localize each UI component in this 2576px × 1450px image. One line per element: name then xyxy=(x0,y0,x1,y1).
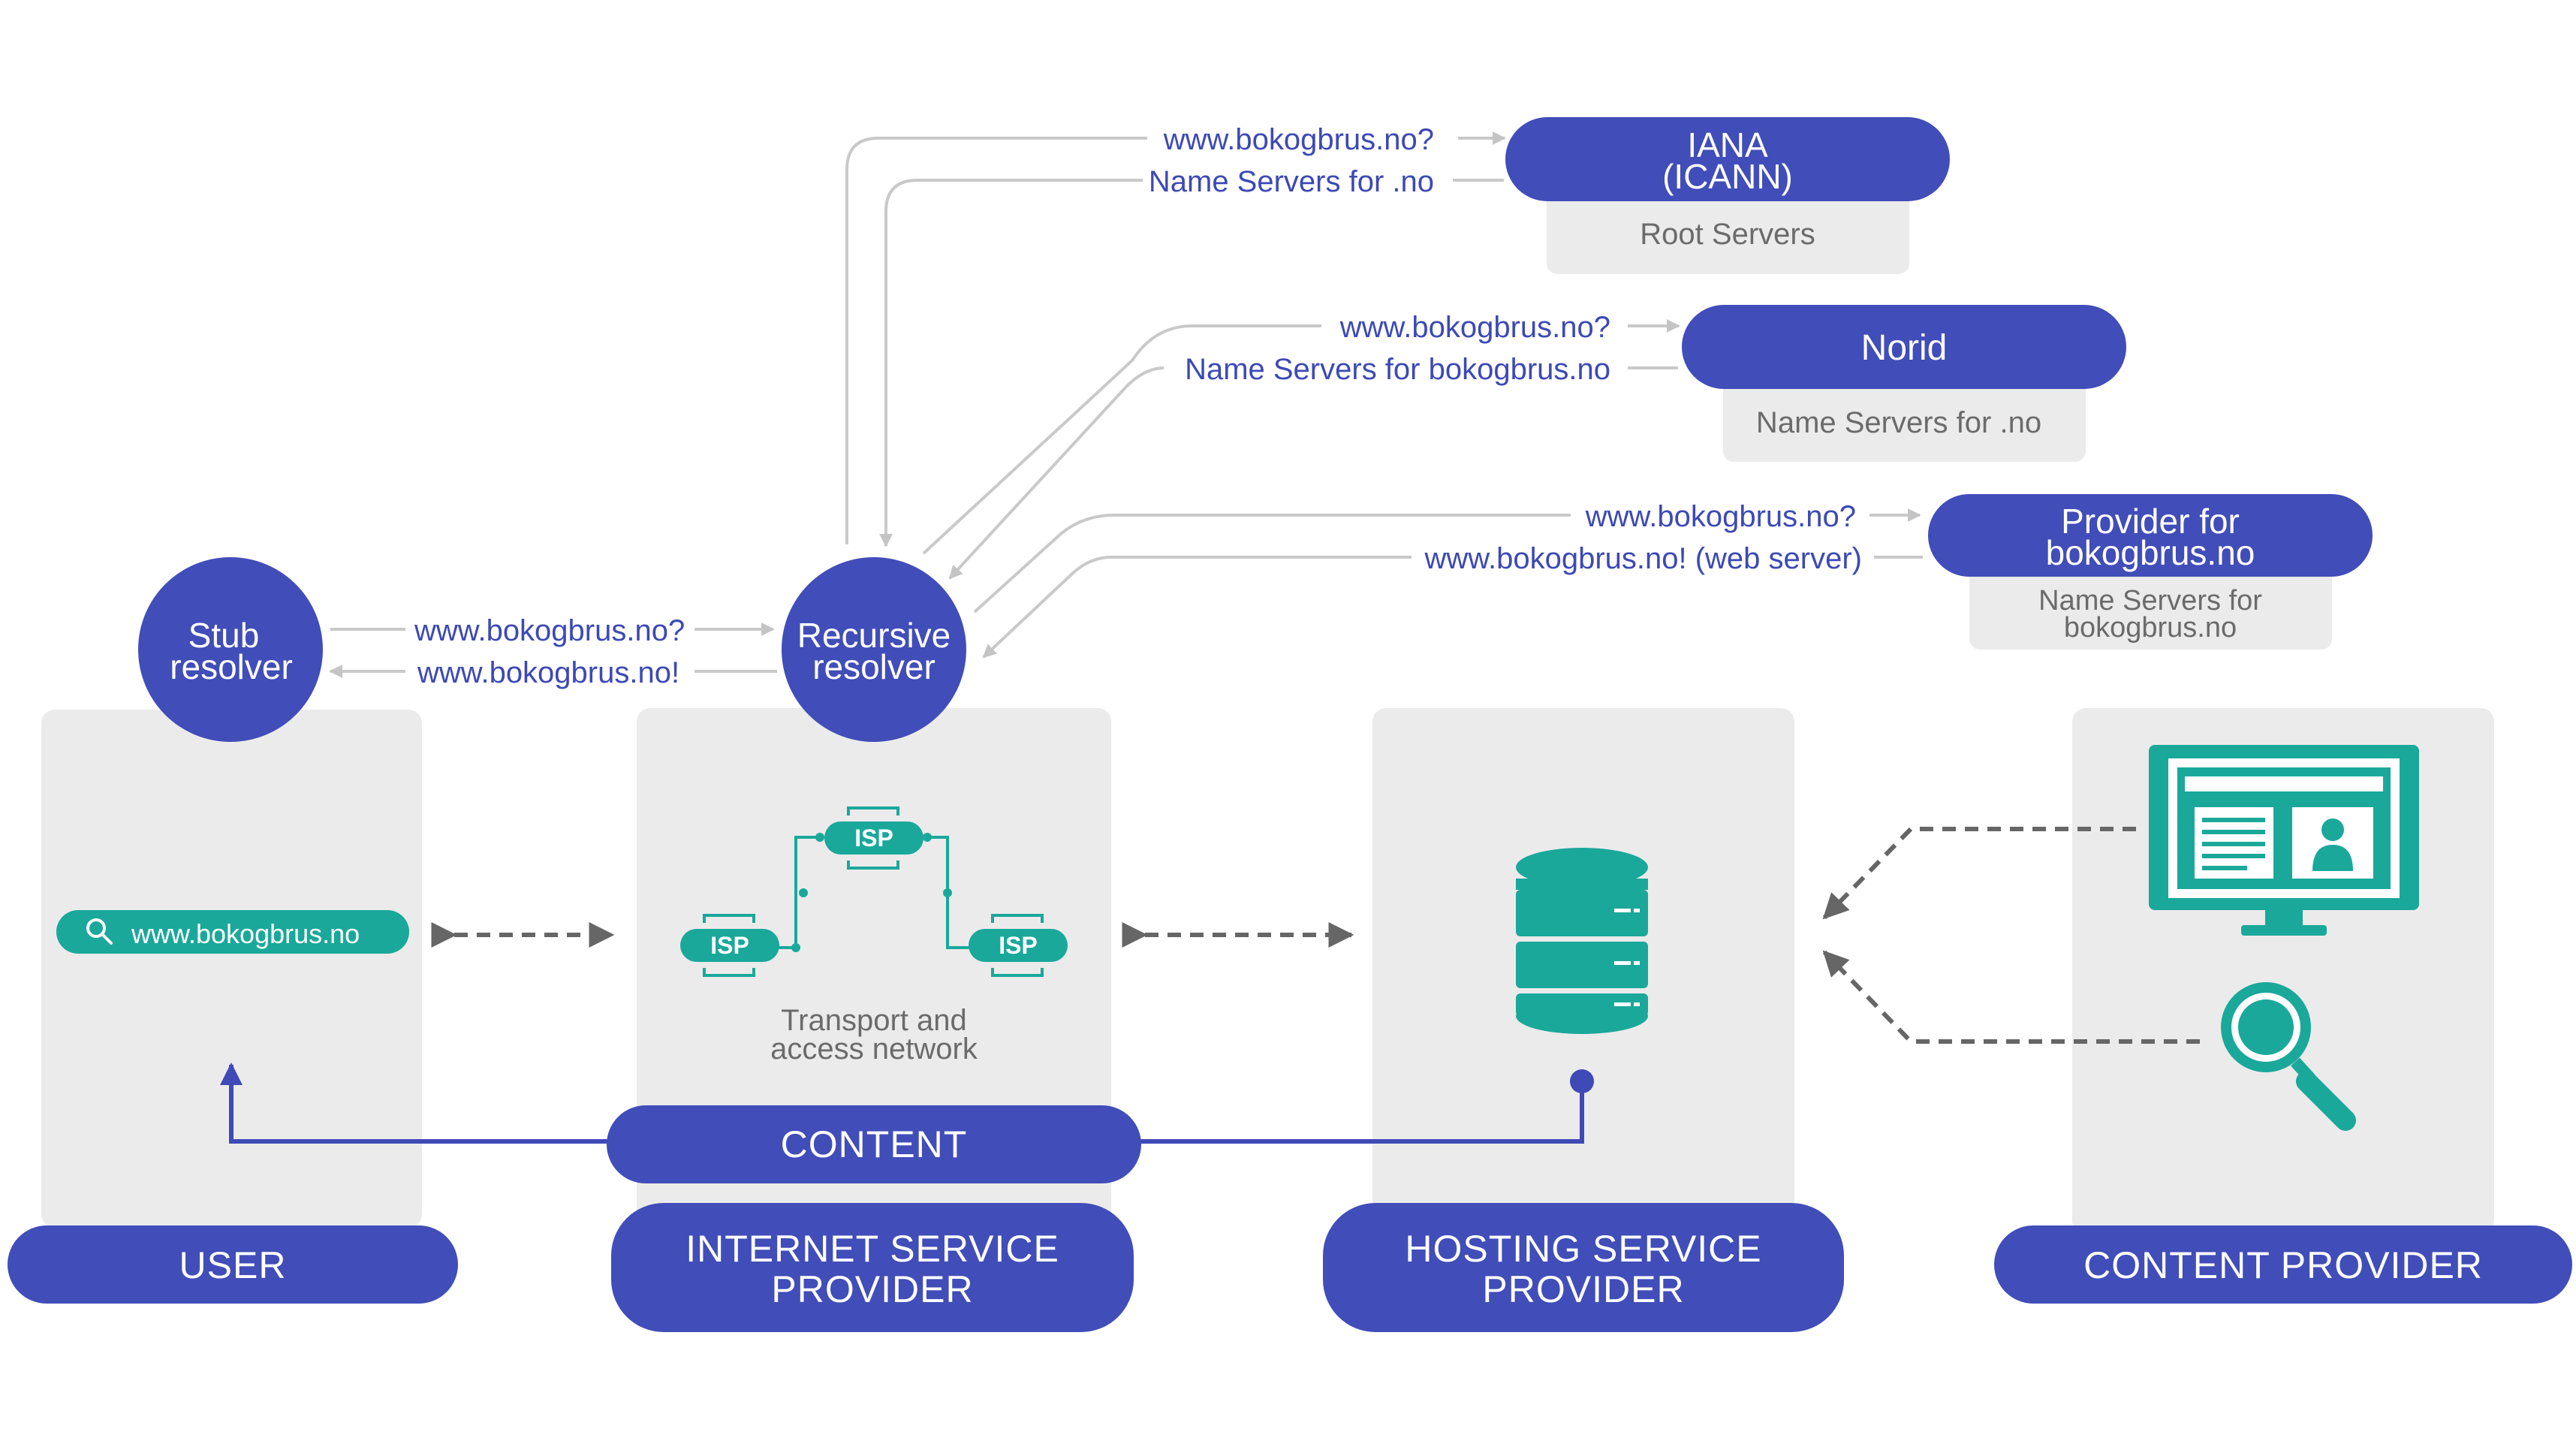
iana-answer-label: Name Servers for .no xyxy=(1148,165,1434,198)
provider-query-line xyxy=(973,514,1571,613)
content-bar-label: CONTENT xyxy=(780,1123,968,1165)
provider-title: Provider for xyxy=(2061,502,2240,541)
user-search-bar[interactable]: www.bokogbrus.no xyxy=(56,910,409,954)
recursive-resolver-label: Recursive xyxy=(797,616,951,655)
transport-network-label: access network xyxy=(770,1032,978,1066)
stub-query-label: www.bokogbrus.no? xyxy=(414,614,685,647)
isp-link-left xyxy=(794,836,820,948)
transport-network-label: Transport and xyxy=(781,1004,967,1037)
search-value: www.bokogbrus.no xyxy=(131,918,360,949)
norid-query-line xyxy=(922,324,1321,555)
monitor-icon xyxy=(2149,745,2419,936)
iana-sub-label: Root Servers xyxy=(1640,218,1815,251)
magnifier-icon xyxy=(2221,982,2356,1131)
norid-node xyxy=(1682,305,2126,389)
stub-resolver-label: resolver xyxy=(170,647,293,686)
provider-sub-label: Name Servers for xyxy=(2038,585,2262,616)
provider-answer-label: www.bokogbrus.no! (web server) xyxy=(1424,542,1862,575)
isp-label: PROVIDER xyxy=(771,1268,974,1310)
content-provider-label-pill xyxy=(1994,1225,2572,1304)
content-bar xyxy=(607,1105,1141,1183)
iana-title: (ICANN) xyxy=(1662,157,1793,196)
recursive-resolver-label: resolver xyxy=(812,647,935,686)
norid-answer-arrow xyxy=(948,366,1164,580)
stub-resolver-label: Stub xyxy=(188,616,260,655)
isp-node-left xyxy=(680,914,779,977)
isp-node-top-label: ISP xyxy=(854,824,893,852)
user-label: USER xyxy=(179,1244,287,1286)
stub-answer-label: www.bokogbrus.no! xyxy=(417,656,680,689)
provider-title: bokogbrus.no xyxy=(2045,533,2255,572)
iana-title: IANA xyxy=(1687,125,1768,164)
iana-query-line xyxy=(845,137,1147,544)
search-to-hosting-flow xyxy=(1822,950,2200,1044)
isp-label: INTERNET SERVICE xyxy=(685,1228,1059,1270)
hosting-label-pill xyxy=(1323,1203,1844,1332)
hosting-label: PROVIDER xyxy=(1482,1268,1685,1310)
norid-answer-label: Name Servers for bokogbrus.no xyxy=(1185,353,1610,386)
provider-node xyxy=(1928,494,2373,577)
stub-resolver-node xyxy=(138,557,323,742)
search-icon xyxy=(86,918,113,945)
monitor-to-hosting-flow xyxy=(1822,827,2136,920)
isp-node-right xyxy=(969,914,1068,977)
isp-node-left-label: ISP xyxy=(710,932,749,959)
norid-query-label: www.bokogbrus.no? xyxy=(1339,311,1610,344)
hosting-label: HOSTING SERVICE xyxy=(1405,1228,1762,1270)
provider-sub-label: bokogbrus.no xyxy=(2063,612,2237,644)
content-provider-label: CONTENT PROVIDER xyxy=(2083,1244,2483,1286)
isp-node-top xyxy=(824,806,923,870)
provider-query-label: www.bokogbrus.no? xyxy=(1585,500,1856,533)
iana-node xyxy=(1505,117,1950,201)
content-source-dot xyxy=(1570,1069,1594,1093)
database-icon xyxy=(1516,848,1648,1034)
isp-node-right-label: ISP xyxy=(999,932,1038,959)
norid-sub-label: Name Servers for .no xyxy=(1755,406,2042,439)
isp-label-pill xyxy=(611,1203,1134,1332)
recursive-resolver-node xyxy=(782,557,966,742)
provider-answer-arrow xyxy=(982,556,1412,659)
iana-answer-arrow xyxy=(879,179,1143,547)
iana-query-label: www.bokogbrus.no? xyxy=(1163,123,1434,156)
norid-title: Norid xyxy=(1860,328,1948,368)
user-label-pill xyxy=(8,1225,458,1304)
